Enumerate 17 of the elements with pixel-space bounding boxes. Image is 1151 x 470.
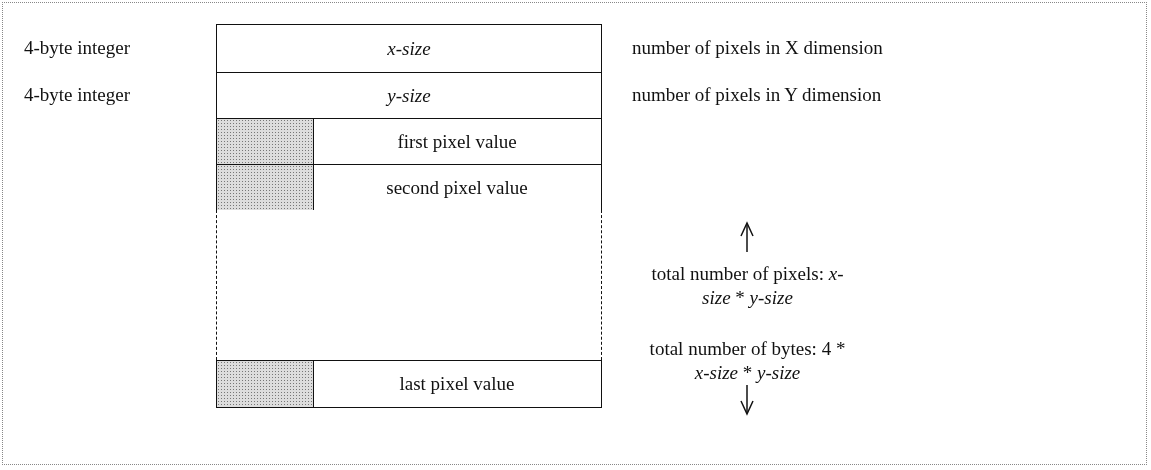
memory-row <box>216 164 602 212</box>
field-name: x-size <box>387 37 431 60</box>
field-name: first pixel value <box>396 130 518 153</box>
field-name: y-size <box>387 84 431 107</box>
description-text: number of pixels in X dimension <box>632 36 883 60</box>
note-text: total number of bytes: 4 *x-size* y-size <box>648 337 847 385</box>
field-name: second pixel value <box>385 176 529 199</box>
gap-box <box>216 210 602 360</box>
note-text: total number of pixels: x-size* y-size <box>650 262 845 310</box>
description-text: number of pixels in Y dimension <box>632 83 882 107</box>
memory-row <box>216 24 602 74</box>
type-label: 4-byte integer <box>24 36 131 60</box>
memory-row <box>216 360 602 408</box>
memory-row <box>216 72 602 120</box>
field-name: last pixel value <box>398 373 516 395</box>
type-label: 4-byte integer <box>24 83 131 107</box>
memory-row <box>216 118 602 166</box>
